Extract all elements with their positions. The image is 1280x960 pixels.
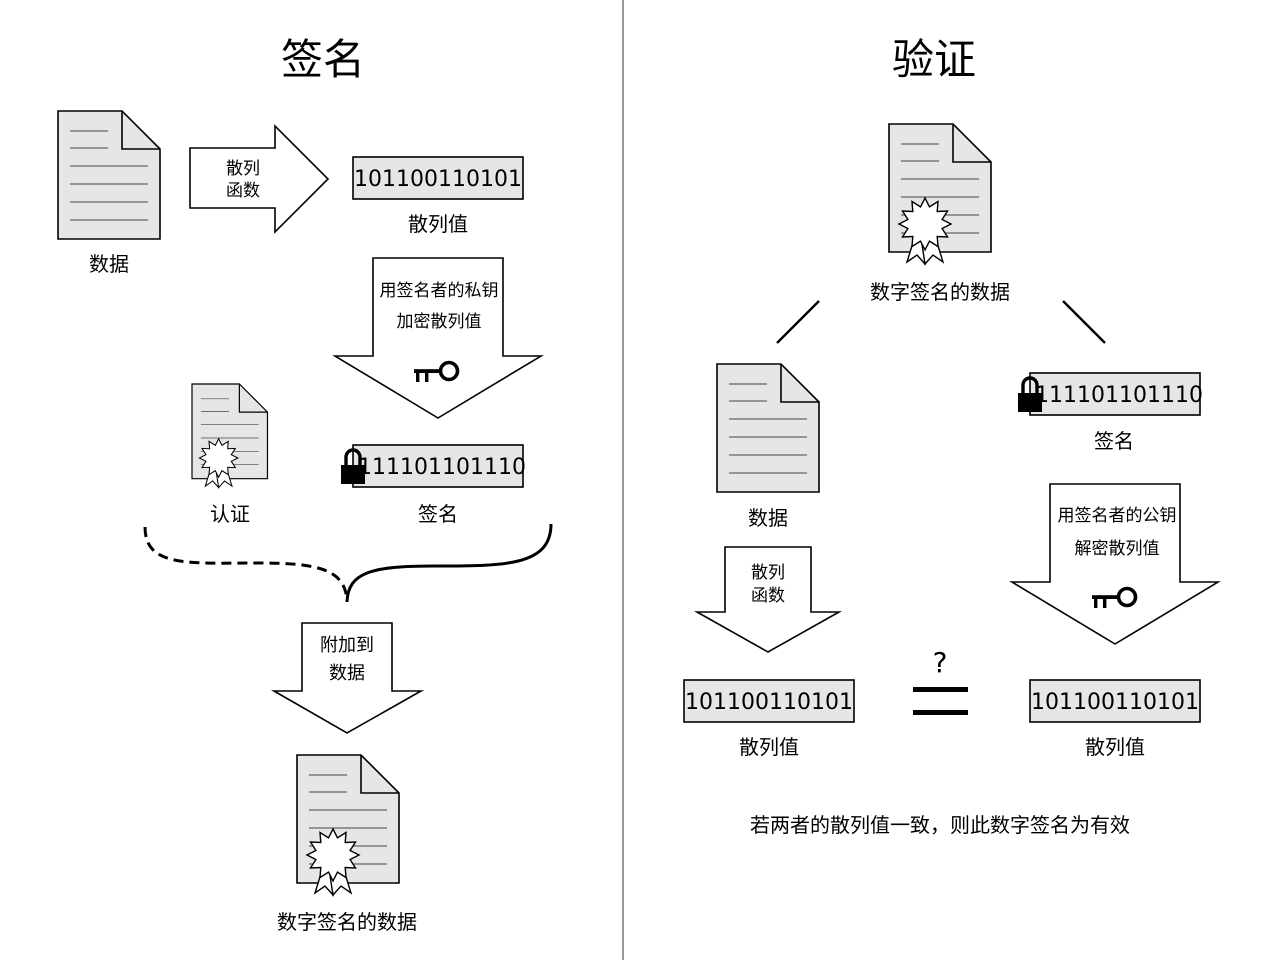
- split-line-right: [1062, 300, 1106, 344]
- split-line-left: [776, 300, 820, 344]
- attach-step-line2: 数据: [329, 663, 365, 684]
- signed-data-document-icon: [297, 755, 399, 895]
- verify-hash-function-line2: 函数: [751, 586, 785, 606]
- hash-value-box: [352, 156, 524, 200]
- encrypt-step-line2: 加密散列值: [397, 312, 482, 332]
- verify-hash-function-arrow: [693, 546, 843, 653]
- attach-arrow: [271, 622, 425, 734]
- conclusion-text: 若两者的散列值一致，则此数字签名为有效: [750, 813, 1130, 837]
- signature-brace: [345, 523, 553, 603]
- data-label: 数据: [89, 252, 129, 276]
- decrypt-step-line2: 解密散列值: [1075, 539, 1160, 559]
- verify-data-document-icon: [716, 363, 820, 493]
- verify-hash-value-left-label: 散列值: [739, 735, 799, 759]
- verify-signed-data-document-icon: [889, 124, 991, 264]
- hash-value-label: 散列值: [408, 212, 468, 236]
- hash-function-label-line2: 函数: [226, 181, 260, 201]
- decrypt-arrow: [1009, 483, 1221, 645]
- certificate-icon: [192, 384, 267, 488]
- encrypt-arrow: [332, 257, 544, 419]
- certificate-label: 认证: [210, 502, 250, 526]
- data-document-icon: [57, 110, 161, 240]
- equals-sign-bottom-bar: [913, 710, 968, 715]
- encrypt-step-line1: 用签名者的私钥: [380, 281, 499, 301]
- signature-value: 111101101110: [358, 455, 526, 480]
- verify-signed-data-label: 数字签名的数据: [870, 280, 1010, 304]
- verify-data-label: 数据: [748, 506, 788, 530]
- verify-hash-value-left: 101100110101: [685, 690, 853, 715]
- signature-label: 签名: [418, 502, 458, 526]
- verify-hash-value-left-box: [683, 679, 855, 723]
- verify-hash-value-right: 101100110101: [1031, 690, 1199, 715]
- verify-hash-function-line1: 散列: [751, 563, 785, 583]
- question-mark: ?: [933, 646, 948, 679]
- certificate-brace: [143, 526, 349, 603]
- hash-value: 101100110101: [354, 167, 522, 192]
- hash-function-label-line1: 散列: [226, 159, 260, 179]
- equals-sign-top-bar: [913, 687, 968, 692]
- hash-function-arrow: [189, 124, 330, 234]
- signing-title: 签名: [281, 35, 365, 84]
- verify-hash-value-right-label: 散列值: [1085, 735, 1145, 759]
- verify-hash-value-right-box: [1029, 679, 1201, 723]
- verify-signature-value: 111101101110: [1035, 383, 1203, 408]
- verification-title: 验证: [892, 35, 976, 84]
- decrypt-step-line1: 用签名者的公钥: [1058, 506, 1177, 526]
- attach-step-line1: 附加到: [320, 635, 374, 656]
- verify-signature-label: 签名: [1094, 429, 1134, 453]
- signed-data-label: 数字签名的数据: [277, 910, 417, 934]
